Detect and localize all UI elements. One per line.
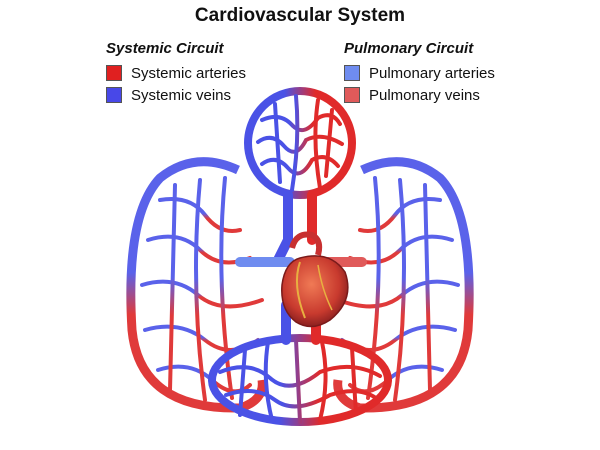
legend-item-systemic-arteries: Systemic arteries (106, 62, 246, 84)
legend-label-systemic-arteries: Systemic arteries (131, 64, 247, 82)
swatch-systemic-veins (106, 87, 122, 103)
legend-label-pulmonary-arteries: Pulmonary arteries (369, 64, 495, 82)
legend-systemic-heading: Systemic Circuit (106, 40, 224, 57)
legend-pulmonary: Pulmonary Circuit Pulmonary arteries Pul… (344, 40, 495, 106)
legend-systemic: Systemic Circuit Systemic arteries Syste… (106, 40, 246, 106)
body-capillary-bed (208, 334, 392, 426)
heart (281, 231, 349, 328)
swatch-systemic-arteries (106, 65, 122, 81)
diagram-title: Cardiovascular System (194, 5, 406, 26)
head-capillary-bed (244, 87, 356, 199)
swatch-pulmonary-veins (344, 87, 360, 103)
legend-item-pulmonary-arteries: Pulmonary arteries (344, 62, 495, 84)
legend-item-systemic-veins: Systemic veins (106, 84, 246, 106)
right-lung-capillary-bed (333, 157, 474, 413)
legend-pulmonary-heading: Pulmonary Circuit (344, 40, 474, 57)
swatch-pulmonary-arteries (344, 65, 360, 81)
legend-label-pulmonary-veins: Pulmonary veins (369, 86, 480, 104)
legend-label-systemic-veins: Systemic veins (131, 86, 232, 104)
legend-item-pulmonary-veins: Pulmonary veins (344, 84, 495, 106)
